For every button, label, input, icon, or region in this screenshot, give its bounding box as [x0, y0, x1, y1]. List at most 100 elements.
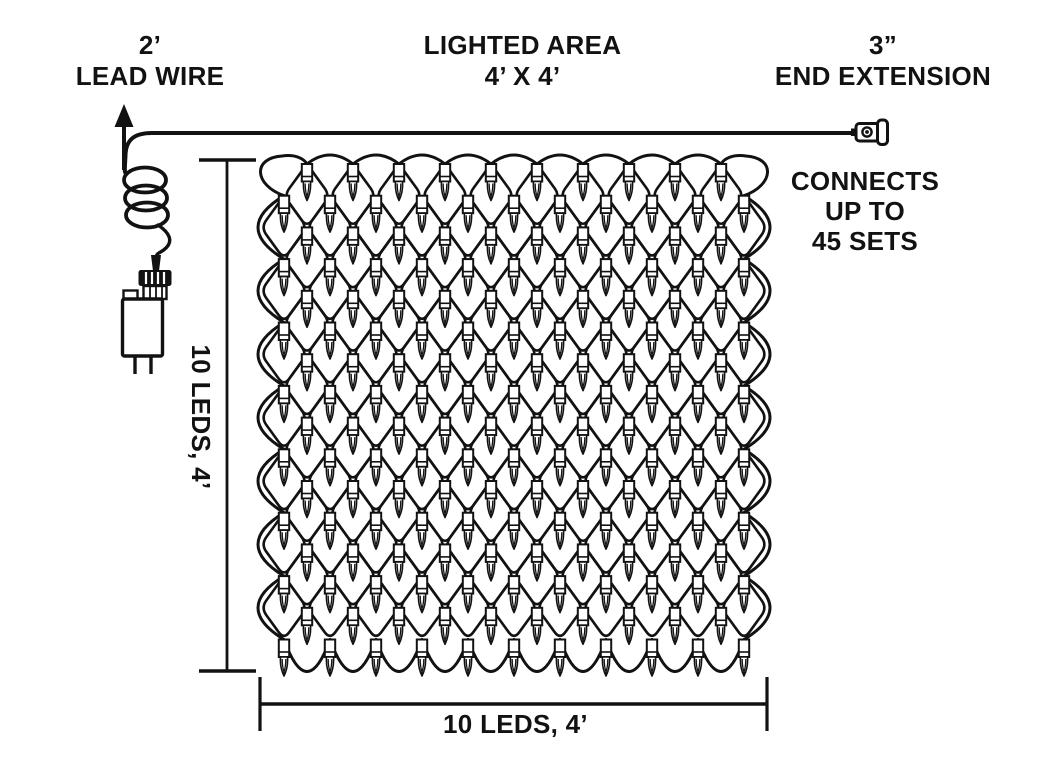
light-bulb-icon	[530, 543, 544, 582]
light-bulb-icon	[530, 606, 544, 646]
light-bulb-icon	[668, 416, 682, 456]
net-scallop-right	[742, 257, 772, 324]
light-bulb-icon	[300, 480, 314, 519]
light-bulb-icon	[507, 194, 521, 234]
light-bulb-icon	[714, 289, 728, 329]
light-bulb-icon	[461, 575, 475, 614]
light-bulb-icon	[507, 511, 521, 551]
light-bulb-icon	[553, 511, 567, 551]
end-extension-label: 3” END EXTENSION	[762, 30, 1004, 92]
light-bulb-icon	[530, 163, 544, 202]
light-bulb-icon	[737, 321, 751, 360]
light-bulb-icon	[277, 575, 291, 614]
net-scallop-top	[535, 153, 585, 166]
light-bulb-icon	[438, 226, 452, 265]
power-plug-icon	[120, 255, 172, 374]
light-bulb-icon	[507, 321, 521, 360]
light-bulb-icon	[714, 543, 728, 582]
light-bulb-icon	[277, 511, 291, 551]
light-bulb-icon	[507, 575, 521, 614]
light-bulb-icon	[346, 606, 360, 646]
light-bulb-icon	[622, 416, 636, 456]
light-bulb-icon	[392, 480, 406, 519]
light-bulb-icon	[645, 258, 659, 297]
light-bulb-icon	[668, 606, 682, 646]
net-scallop-top	[627, 153, 677, 166]
light-bulb-icon	[576, 289, 590, 329]
light-bulb-icon	[576, 226, 590, 265]
vertical-dimension-line	[199, 158, 256, 673]
light-bulb-icon	[484, 226, 498, 265]
light-bulb-icon	[599, 384, 613, 424]
light-bulb-icon	[277, 321, 291, 360]
light-bulb-icon	[553, 638, 567, 677]
light-bulb-icon	[484, 416, 498, 456]
light-bulb-icon	[553, 384, 567, 424]
net-scallop-left	[256, 194, 286, 261]
light-bulb-icon	[300, 289, 314, 329]
end-extension-text: END EXTENSION	[774, 61, 992, 91]
light-bulb-icon	[530, 289, 544, 329]
net-scallop-left	[256, 447, 286, 515]
light-bulb-icon	[346, 416, 360, 456]
net-scallop-right	[742, 321, 772, 388]
up-arrow-icon	[114, 104, 134, 170]
light-bulb-icon	[645, 638, 659, 677]
light-bulb-icon	[484, 543, 498, 582]
light-bulb-icon	[392, 606, 406, 646]
light-bulb-icon	[300, 353, 314, 392]
light-bulb-icon	[622, 543, 636, 582]
light-bulb-icon	[346, 543, 360, 582]
light-bulb-icon	[668, 289, 682, 329]
lighted-area-label: LIGHTED AREA 4’ X 4’	[395, 30, 650, 92]
light-bulb-icon	[346, 163, 360, 202]
light-bulb-icon	[277, 258, 291, 297]
light-bulb-icon	[415, 575, 429, 614]
light-bulb-icon	[645, 321, 659, 360]
light-bulb-icon	[392, 353, 406, 392]
light-bulb-icon	[300, 543, 314, 582]
light-bulb-icon	[346, 289, 360, 329]
net-scallop-top	[351, 153, 401, 166]
light-bulb-icon	[576, 606, 590, 646]
light-bulb-icon	[553, 194, 567, 234]
light-bulb-icon	[415, 194, 429, 234]
light-bulb-icon	[668, 353, 682, 392]
light-bulb-icon	[714, 226, 728, 265]
light-bulb-icon	[714, 353, 728, 392]
light-bulb-icon	[691, 638, 705, 677]
light-bulb-icon	[300, 416, 314, 456]
light-bulb-icon	[484, 289, 498, 329]
light-bulb-icon	[461, 194, 475, 234]
light-bulb-icon	[461, 448, 475, 487]
light-bulb-icon	[599, 321, 613, 360]
light-bulb-icon	[369, 194, 383, 234]
light-bulb-icon	[599, 194, 613, 234]
light-bulb-icon	[277, 384, 291, 424]
light-bulb-icon	[300, 226, 314, 265]
light-bulb-icon	[576, 163, 590, 202]
light-bulb-icon	[714, 163, 728, 202]
light-bulb-icon	[622, 163, 636, 202]
light-bulb-icon	[714, 606, 728, 646]
light-bulb-icon	[277, 448, 291, 487]
light-bulb-icon	[484, 163, 498, 202]
light-bulb-icon	[737, 575, 751, 614]
light-bulb-icon	[392, 163, 406, 202]
light-bulb-icon	[737, 384, 751, 424]
light-bulb-icon	[622, 353, 636, 392]
lighted-area-size: 4’ X 4’	[484, 61, 561, 91]
light-bulb-icon	[622, 480, 636, 519]
light-bulb-icon	[622, 289, 636, 329]
light-bulb-icon	[737, 258, 751, 297]
net-scallop-corner-left	[259, 154, 309, 198]
light-bulb-icon	[323, 448, 337, 487]
light-bulb-icon	[438, 480, 452, 519]
end-connector-icon	[851, 118, 889, 146]
light-bulb-icon	[484, 606, 498, 646]
horizontal-dimension-label: 10 LEDS, 4’	[443, 709, 588, 739]
light-bulb-icon	[530, 480, 544, 519]
light-bulb-icon	[438, 163, 452, 202]
net-scallop-top	[397, 153, 447, 166]
light-bulb-icon	[645, 511, 659, 551]
